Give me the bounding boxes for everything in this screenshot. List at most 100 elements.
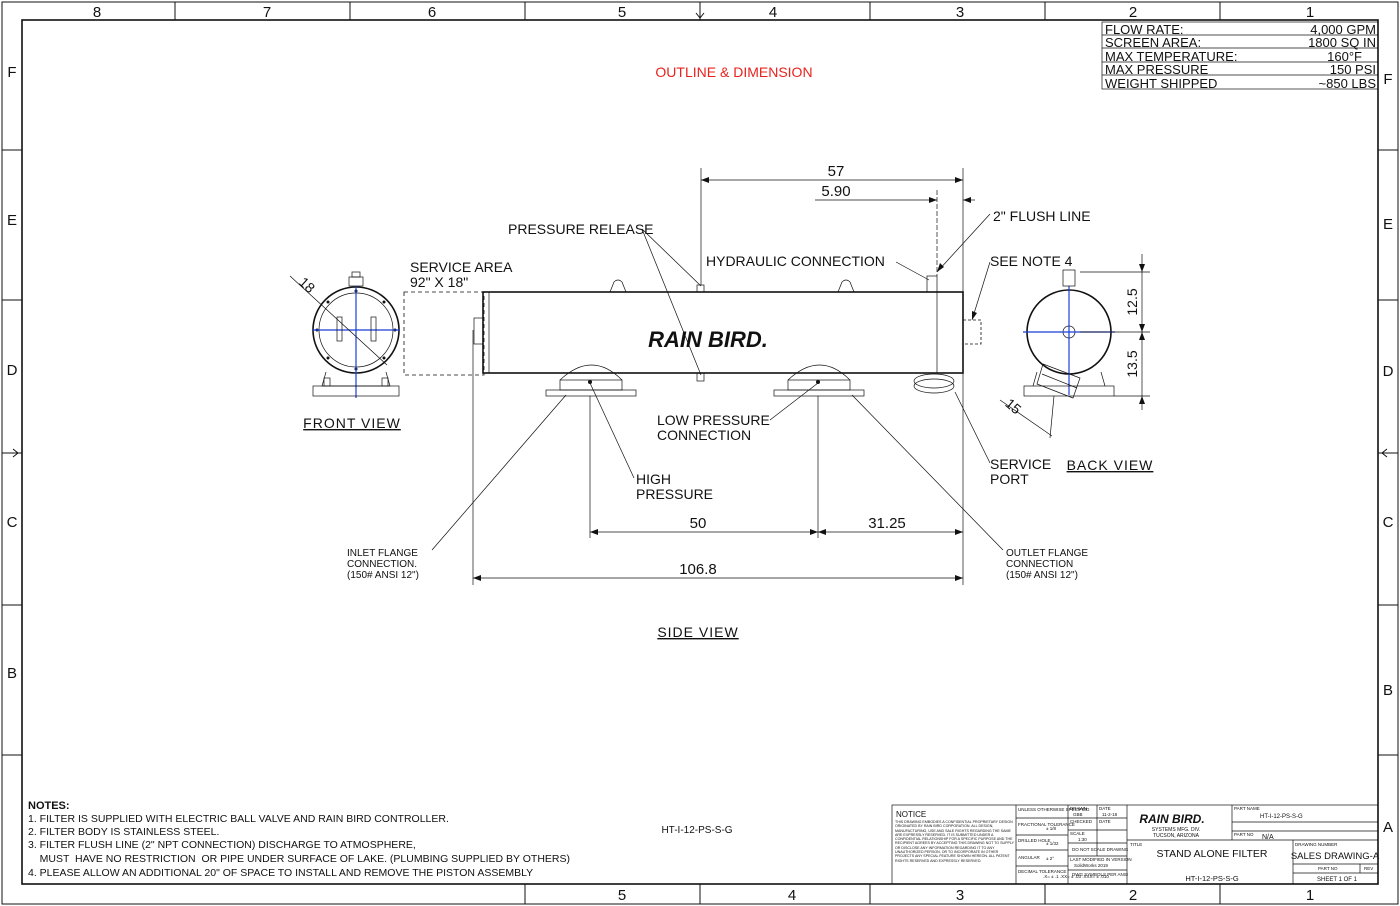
dim-106-8: 106.8 (679, 561, 717, 578)
note-2: 2. FILTER BODY IS STAINLESS STEEL. (28, 826, 219, 838)
zone-right-B: B (1383, 682, 1393, 699)
spec-table: FLOW RATE: 4,000 GPM SCREEN AREA: 1800 S… (1101, 21, 1379, 91)
zone-left-F: F (7, 64, 16, 81)
tb-sheet: SHEET 1 OF 1 (1317, 877, 1358, 883)
spec-value-screen: 1800 SQ IN (1308, 35, 1376, 50)
tb-company-1: SYSTEMS MFG. DIV. (1152, 827, 1200, 833)
zone-left-D: D (7, 362, 18, 379)
zone-top-5: 5 (618, 4, 626, 21)
back-view-label: BACK VIEW (1067, 457, 1154, 473)
tb-part-name: HT-I-12-PS-S-G (1260, 814, 1303, 820)
dim-50: 50 (690, 515, 707, 532)
tb-checked: CHECKED (1070, 819, 1093, 824)
zone-top-3: 3 (956, 4, 964, 21)
tb-dwg-symbols: DWG SYMBOLS PER ANSI (1072, 872, 1128, 877)
dim-13-5: 13.5 (1124, 350, 1140, 377)
high-pressure-label-1: HIGH (636, 471, 671, 487)
top-center-arrow (695, 6, 705, 19)
title-block: NOTICE THIS DRAWING EMBODIES A CONFIDENT… (891, 804, 1380, 885)
pressure-release-label: PRESSURE RELEASE (508, 221, 654, 237)
outlet-label-3: (150# ANSI 12") (1006, 570, 1078, 581)
tb-angular-val: ± 2° (1046, 856, 1054, 861)
tb-decimal: DECIMAL TOLERANCE (1018, 869, 1066, 874)
zone-bottom-2: 2 (1129, 887, 1137, 904)
spec-label-flow: FLOW RATE: (1105, 22, 1183, 37)
spec-label-screen: SCREEN AREA: (1105, 35, 1201, 50)
dim-front-18: 18 (296, 274, 318, 296)
zone-top-4: 4 (769, 4, 777, 21)
spec-label-temp: MAX TEMPERATURE: (1105, 49, 1237, 64)
dim-back-15: 15 (1002, 395, 1024, 417)
inlet-label-1: INLET FLANGE (347, 548, 418, 559)
high-pressure-label-2: PRESSURE (636, 486, 713, 502)
tb-part-no-label-2: PART NO (1318, 866, 1338, 871)
spec-value-temp: 160°F (1327, 49, 1362, 64)
see-note-label: SEE NOTE 4 (990, 253, 1073, 269)
tb-date2: DATE (1099, 819, 1111, 824)
tb-last-mod: LAST MODIFIED IN VERSION (1070, 857, 1132, 862)
tb-date: DATE (1099, 806, 1111, 811)
note-1: 1. FILTER IS SUPPLIED WITH ELECTRIC BALL… (28, 813, 449, 825)
tb-part-no-label: PART NO (1234, 832, 1254, 837)
notes-heading: NOTES: (28, 800, 70, 812)
zone-right-F: F (1383, 71, 1392, 88)
tb-notice: NOTICE (896, 810, 926, 819)
tb-drilled: DRILLED HOLE (1018, 838, 1051, 843)
top-zone-ticks (174, 2, 1221, 20)
tb-unless: UNLESS OTHERWISE SPECIFIED (1018, 807, 1090, 812)
zone-right-D: D (1383, 363, 1394, 380)
notes-block: NOTES: 1. FILTER IS SUPPLIED WITH ELECTR… (28, 800, 570, 879)
zone-right-C: C (1383, 514, 1394, 531)
zone-left-B: B (7, 665, 17, 682)
dim-12-5: 12.5 (1124, 288, 1140, 315)
flush-line-label: 2" FLUSH LINE (993, 208, 1091, 224)
rain-bird-logo: RAIN BIRD. (648, 327, 768, 352)
tb-angular: ANGULAR (1018, 855, 1041, 860)
zone-labels: 8 7 6 5 4 3 2 1 5 4 3 2 1 F E D C B F E … (7, 4, 1394, 904)
tb-notice-body: THIS DRAWING EMBODIES A CONFIDENTIAL PRO… (895, 820, 1014, 863)
front-bolt-holes (315, 289, 397, 371)
left-center-arrow (6, 448, 19, 458)
note-4: 4. PLEASE ALLOW AN ADDITIONAL 20" OF SPA… (28, 867, 533, 879)
front-view: 18 FRONT VIEW (289, 271, 401, 431)
bottom-zone-ticks (524, 884, 1221, 904)
tb-decimal-val: .X= ± .1 .XX= ± .03 .XXX= ± .010 (1043, 874, 1109, 879)
part-number-center: HT-I-12-PS-S-G (661, 825, 732, 836)
tb-title-label: TITLE (1130, 842, 1142, 847)
inlet-label-2: CONNECTION. (347, 559, 417, 570)
spec-value-weight: ~850 LBS (1319, 76, 1377, 91)
front-view-label: FRONT VIEW (303, 415, 401, 431)
tb-fractional: FRACTIONAL TOLERANCE (1018, 822, 1075, 827)
tb-date-val: 11-2-18 (1102, 812, 1118, 817)
zone-bottom-3: 3 (956, 887, 964, 904)
zone-right-E: E (1383, 216, 1393, 233)
zone-left-E: E (7, 212, 17, 229)
tb-scale-val: 1:30 (1078, 837, 1087, 842)
service-port-label-2: PORT (990, 471, 1029, 487)
tb-do-not-scale: DO NOT SCALE DRAWING (1072, 847, 1129, 852)
zone-left-C: C (7, 514, 18, 531)
zone-bottom-1: 1 (1306, 887, 1314, 904)
dim-57: 57 (828, 163, 845, 180)
tb-title: STAND ALONE FILTER (1156, 848, 1267, 860)
tb-company-2: TUCSON, ARIZONA (1153, 833, 1200, 839)
note-3-cont: MUST HAVE NO RESTRICTION OR PIPE UNDER S… (28, 853, 570, 865)
tb-frac-val: ± 1/8 (1046, 826, 1056, 831)
tb-title-part: HT-I-12-PS-S-G (1185, 874, 1239, 883)
side-view: RAIN BIRD. 57 5.90 50 31.25 106.8 (347, 163, 1091, 640)
zone-top-7: 7 (263, 4, 271, 21)
tb-last-mod-val: SolidWorks 2019 (1074, 863, 1108, 868)
tb-rev-label: REV (1364, 866, 1373, 871)
right-center-arrow (1381, 448, 1394, 458)
side-view-label: SIDE VIEW (657, 624, 738, 640)
dim-31-25: 31.25 (868, 515, 906, 532)
tb-drilled-val: ± 1/32 (1046, 841, 1059, 846)
zone-top-2: 2 (1129, 4, 1137, 21)
tb-drawing-number-label: DRAWING NUMBER (1295, 842, 1338, 847)
low-pressure-label-2: CONNECTION (657, 427, 751, 443)
service-area: SERVICE AREA 92" X 18" (403, 259, 513, 376)
low-pressure-label-1: LOW PRESSURE (657, 412, 770, 428)
tb-drawn-val: GBB (1073, 812, 1083, 817)
